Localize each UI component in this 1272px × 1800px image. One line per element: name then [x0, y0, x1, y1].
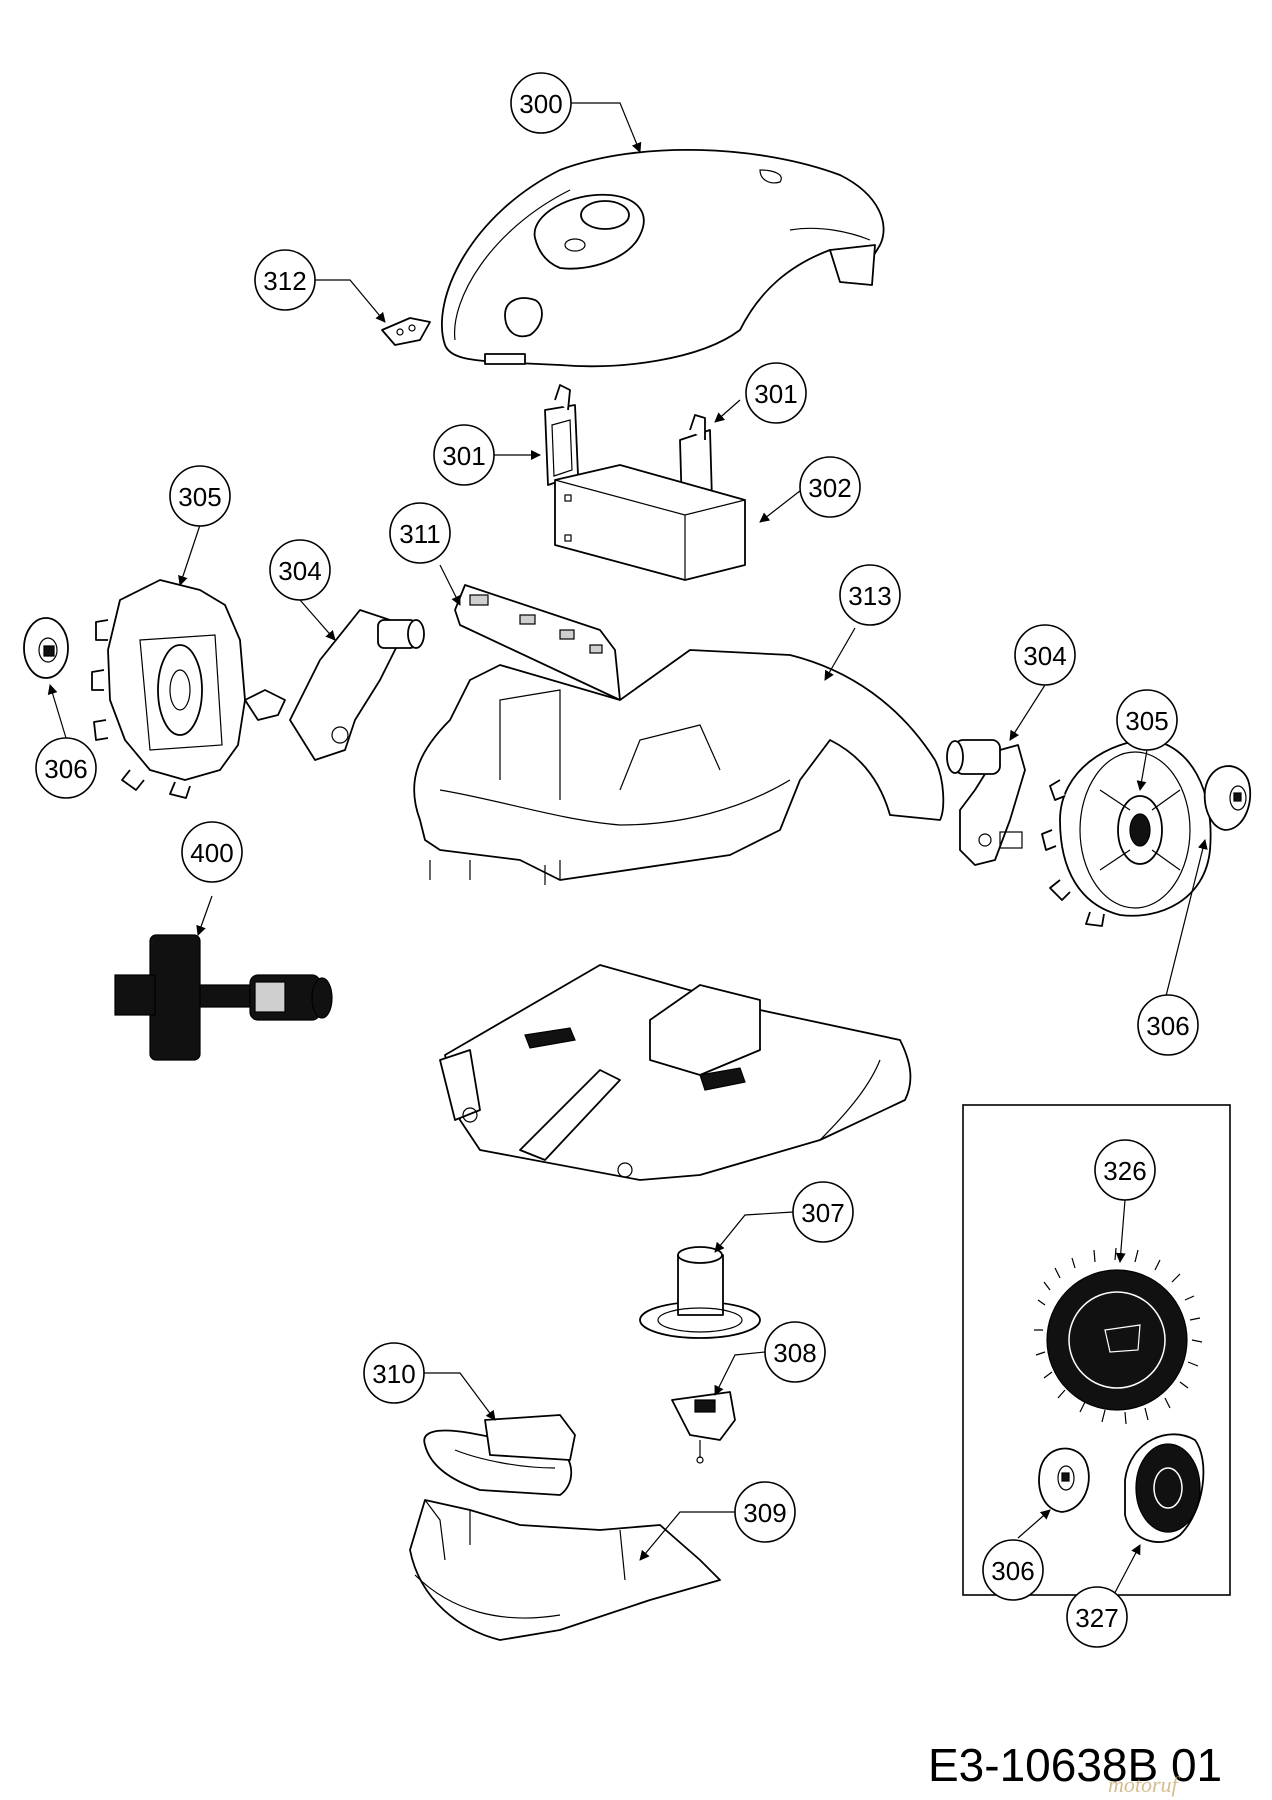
part-circuit-board: [454, 584, 621, 701]
svg-text:326: 326: [1103, 1156, 1146, 1186]
part-lower-frame: [439, 964, 912, 1181]
callout-305-left: 305: [169, 465, 231, 527]
svg-text:400: 400: [190, 838, 233, 868]
callout-308: 308: [764, 1321, 826, 1383]
svg-text:309: 309: [743, 1498, 786, 1528]
callout-301-left: 301: [433, 424, 495, 486]
svg-text:300: 300: [519, 89, 562, 119]
svg-text:327: 327: [1075, 1603, 1118, 1633]
svg-text:308: 308: [773, 1338, 816, 1368]
part-hubcap-right: [1203, 765, 1252, 831]
svg-text:302: 302: [808, 473, 851, 503]
callout-326: 326: [1094, 1139, 1156, 1201]
part-handle: [423, 1414, 576, 1496]
svg-text:307: 307: [801, 1198, 844, 1228]
part-hubcap-inset: [1038, 1447, 1090, 1513]
callout-300: 300: [510, 72, 572, 134]
svg-text:306: 306: [44, 754, 87, 784]
callout-313: 313: [839, 564, 901, 626]
svg-text:306: 306: [1146, 1011, 1189, 1041]
callout-306-inset: 306: [982, 1539, 1044, 1601]
watermark-logo: motoruf: [1108, 1772, 1178, 1797]
callout-301-right: 301: [745, 362, 807, 424]
svg-text:312: 312: [263, 266, 306, 296]
part-cap-327: [1124, 1433, 1205, 1543]
callout-311: 311: [389, 502, 451, 564]
document-code: E3-10638B 01: [928, 1739, 1223, 1791]
callout-312: 312: [254, 249, 316, 311]
part-front-bumper: [409, 1499, 721, 1641]
callout-304-right: 304: [1014, 624, 1076, 686]
callout-307: 307: [792, 1181, 854, 1243]
inset-box: [962, 1104, 1231, 1596]
svg-text:311: 311: [399, 519, 440, 549]
part-blade-motor-307: [639, 1246, 761, 1339]
part-blade-motor: [114, 934, 333, 1061]
part-top-cover: [441, 148, 885, 368]
svg-text:301: 301: [442, 441, 485, 471]
part-gearbox-right: [946, 739, 1026, 866]
part-wheel-326: [1034, 1247, 1203, 1425]
part-small-clip: [381, 317, 431, 346]
callout-302: 302: [799, 456, 861, 518]
part-wheel-left: [91, 579, 246, 799]
svg-text:304: 304: [1023, 641, 1066, 671]
svg-text:304: 304: [278, 556, 321, 586]
callout-306-left: 306: [35, 737, 97, 799]
part-sensor-308: [671, 1391, 736, 1464]
callout-309: 309: [734, 1481, 796, 1543]
callout-304-left: 304: [269, 539, 331, 601]
part-battery-bracket-left: [544, 384, 579, 486]
callout-400: 400: [181, 821, 243, 883]
part-battery: [554, 464, 746, 581]
svg-text:305: 305: [178, 482, 221, 512]
callout-305-right: 305: [1116, 689, 1178, 751]
svg-text:313: 313: [848, 581, 891, 611]
svg-text:306: 306: [991, 1556, 1034, 1586]
part-chassis: [413, 649, 945, 885]
callout-310: 310: [363, 1342, 425, 1404]
part-hubcap-left: [23, 617, 69, 679]
leader-lines: [47, 102, 1208, 1603]
part-wheel-right: [1041, 739, 1212, 927]
svg-text:305: 305: [1125, 706, 1168, 736]
callout-306-right: 306: [1137, 994, 1199, 1056]
callout-327: 327: [1066, 1586, 1128, 1648]
part-gearbox-left: [244, 609, 425, 761]
svg-text:310: 310: [372, 1359, 415, 1389]
svg-text:301: 301: [754, 379, 797, 409]
